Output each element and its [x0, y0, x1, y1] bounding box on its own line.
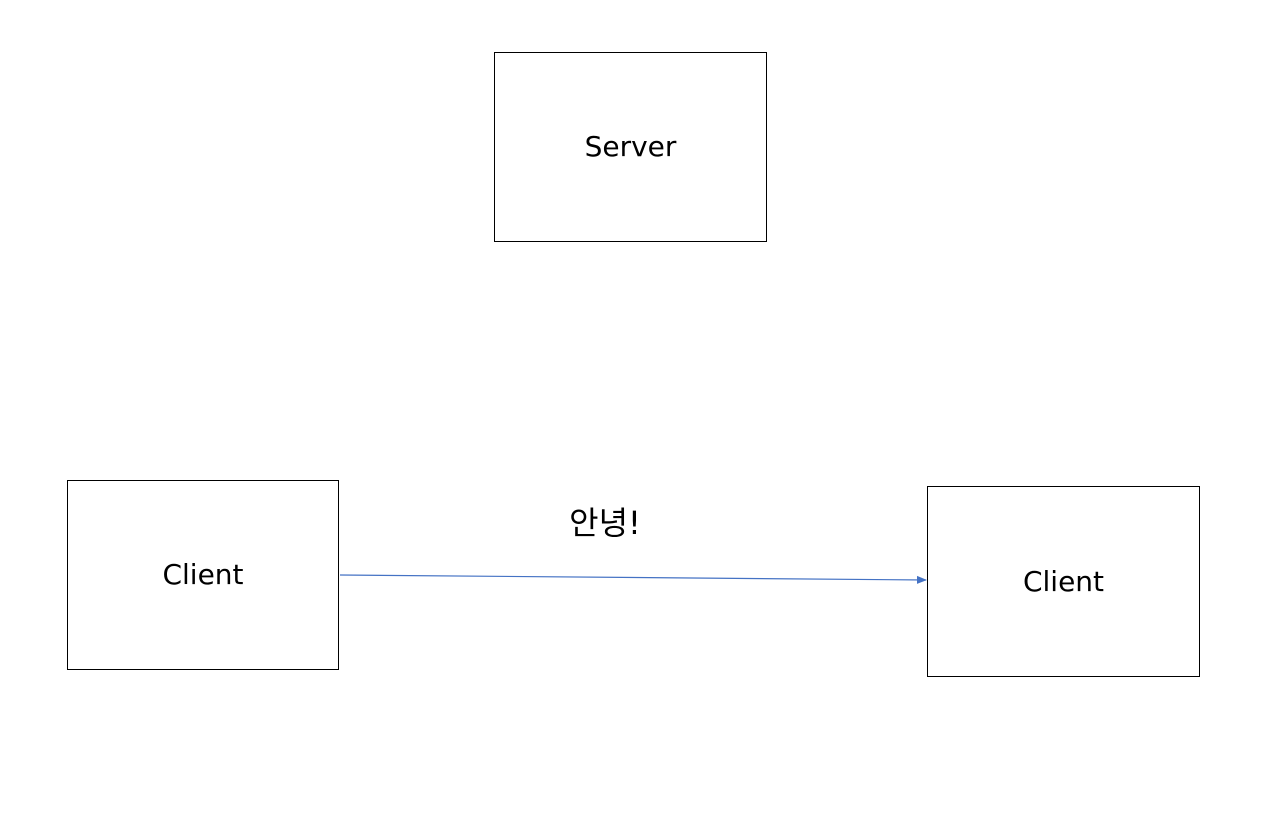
client-left-label: Client	[162, 558, 244, 591]
message-label: 안녕!	[569, 504, 641, 542]
client-right-label: Client	[1022, 564, 1105, 598]
client-box-right: Client	[927, 486, 1200, 677]
server-box: Server	[494, 52, 767, 242]
message-arrow	[339, 574, 927, 584]
client-box-left: Client	[67, 480, 339, 670]
server-label: Server	[584, 130, 677, 163]
